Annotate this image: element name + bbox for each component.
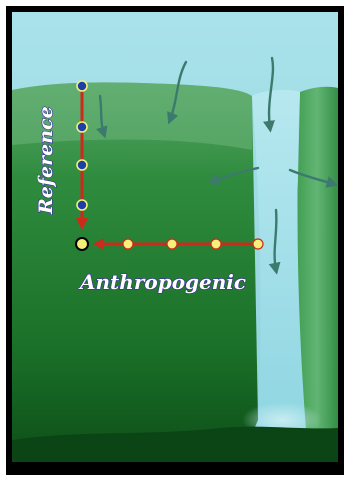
origin-node bbox=[76, 238, 88, 250]
reference-node bbox=[77, 81, 87, 91]
reference-node bbox=[77, 122, 87, 132]
anthropogenic-node bbox=[253, 239, 263, 249]
anthropogenic-label: Anthropogenic bbox=[78, 270, 246, 294]
anthropogenic-node bbox=[123, 239, 133, 249]
reference-node bbox=[77, 160, 87, 170]
reference-node bbox=[77, 200, 87, 210]
anthropogenic-node bbox=[211, 239, 221, 249]
anthropogenic-node bbox=[167, 239, 177, 249]
reference-label: Reference bbox=[35, 106, 57, 215]
waterfall bbox=[252, 90, 306, 430]
